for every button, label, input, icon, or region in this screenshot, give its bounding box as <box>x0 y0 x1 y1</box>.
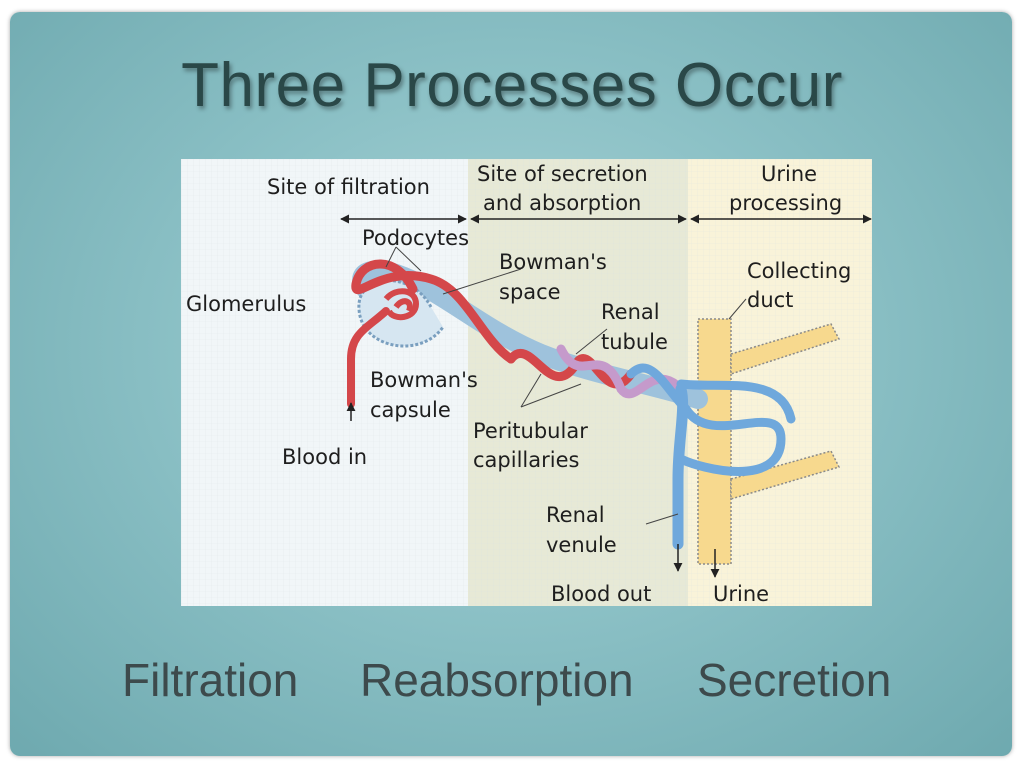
collecting-duct-label-line1: Collecting <box>747 259 851 283</box>
collecting-duct-label-line2: duct <box>747 288 793 312</box>
nephron-diagram: Site of filtration Site of secretion and… <box>181 159 872 606</box>
renal-venule-vessel <box>672 383 689 550</box>
renal-venule-label-line1: Renal <box>546 503 605 527</box>
collecting-duct-shape <box>697 318 841 565</box>
peritubular-capillaries-shape <box>506 344 796 476</box>
renal-tubule-label-line2: tubule <box>601 330 668 354</box>
site-of-secretion-label-line1: Site of secretion <box>477 162 648 186</box>
renal-venule-label-line2: venule <box>546 533 617 557</box>
peritubular-capillaries-label-line1: Peritubular <box>473 419 588 443</box>
reabsorption-label: Reabsorption <box>360 654 634 706</box>
podocytes-label: Podocytes <box>362 226 469 250</box>
bowmans-space-label-line2: space <box>499 280 561 304</box>
bowmans-space-label-line1: Bowman's <box>499 250 607 274</box>
urine-processing-label-line2: processing <box>729 191 842 215</box>
renal-tubule-label-line1: Renal <box>601 300 660 324</box>
bowmans-capsule-label-line2: capsule <box>370 398 451 422</box>
peritubular-capillaries-label-line2: capillaries <box>473 448 579 472</box>
slide-title: Three Processes Occur <box>181 51 843 120</box>
site-of-secretion-label-line2: and absorption <box>483 191 641 215</box>
site-of-filtration-label: Site of filtration <box>267 175 430 199</box>
urine-processing-label-line1: Urine <box>761 162 817 186</box>
bowmans-capsule-label-line1: Bowman's <box>370 368 478 392</box>
label-pointers <box>385 246 747 525</box>
efferent-arteriole <box>351 259 516 364</box>
blood-in-label: Blood in <box>282 445 367 469</box>
blood-in-vessel <box>347 307 390 408</box>
secretion-label: Secretion <box>697 654 892 706</box>
glomerulus-shape <box>383 288 420 321</box>
urine-output-label: Urine <box>713 582 769 606</box>
glomerulus-label: Glomerulus <box>186 292 306 316</box>
filtration-label: Filtration <box>122 654 299 706</box>
blood-out-label: Blood out <box>551 582 651 606</box>
